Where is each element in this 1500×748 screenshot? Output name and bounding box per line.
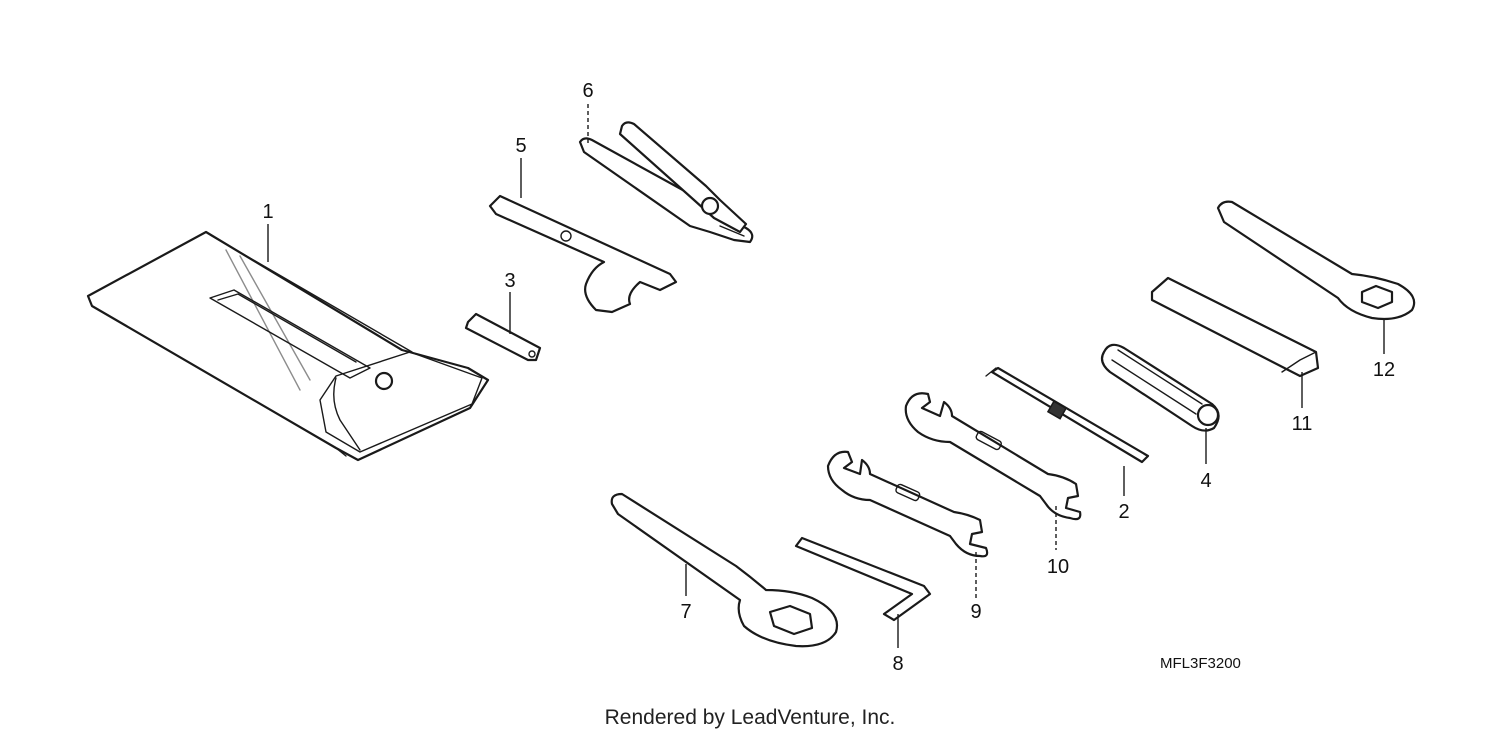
diagram-code: MFL3F3200 <box>1160 655 1241 672</box>
callout-5: 5 <box>515 135 526 157</box>
tool-bag[interactable] <box>86 230 490 462</box>
hex-key[interactable] <box>794 536 932 622</box>
pin-key[interactable] <box>464 312 542 362</box>
callout-8: 8 <box>892 653 903 675</box>
open-end-wrench-small[interactable] <box>826 450 989 558</box>
leader-lines <box>267 104 1385 648</box>
screwdriver-shaft[interactable] <box>985 366 1150 464</box>
callout-3: 3 <box>504 270 515 292</box>
ring-wrench-large[interactable] <box>610 492 839 648</box>
callout-12: 12 <box>1373 359 1395 381</box>
screwdriver-handle[interactable] <box>1100 343 1220 432</box>
callout-1: 1 <box>262 201 273 223</box>
box-wrench[interactable] <box>1216 200 1416 321</box>
callout-6: 6 <box>582 80 593 102</box>
open-end-wrench-medium[interactable] <box>904 392 1082 521</box>
grip-sleeve[interactable] <box>1150 276 1320 378</box>
callout-numbers: 1 2 3 4 5 6 7 8 9 10 11 12 <box>262 80 1395 675</box>
callout-11: 11 <box>1292 413 1313 435</box>
pliers[interactable] <box>578 121 754 244</box>
callout-4: 4 <box>1200 470 1211 492</box>
callout-10: 10 <box>1047 556 1069 578</box>
callout-2: 2 <box>1118 501 1129 523</box>
callout-9: 9 <box>970 601 981 623</box>
callout-7: 7 <box>680 601 691 623</box>
spanner-wrench[interactable] <box>488 194 678 314</box>
credit-text: Rendered by LeadVenture, Inc. <box>604 706 896 729</box>
